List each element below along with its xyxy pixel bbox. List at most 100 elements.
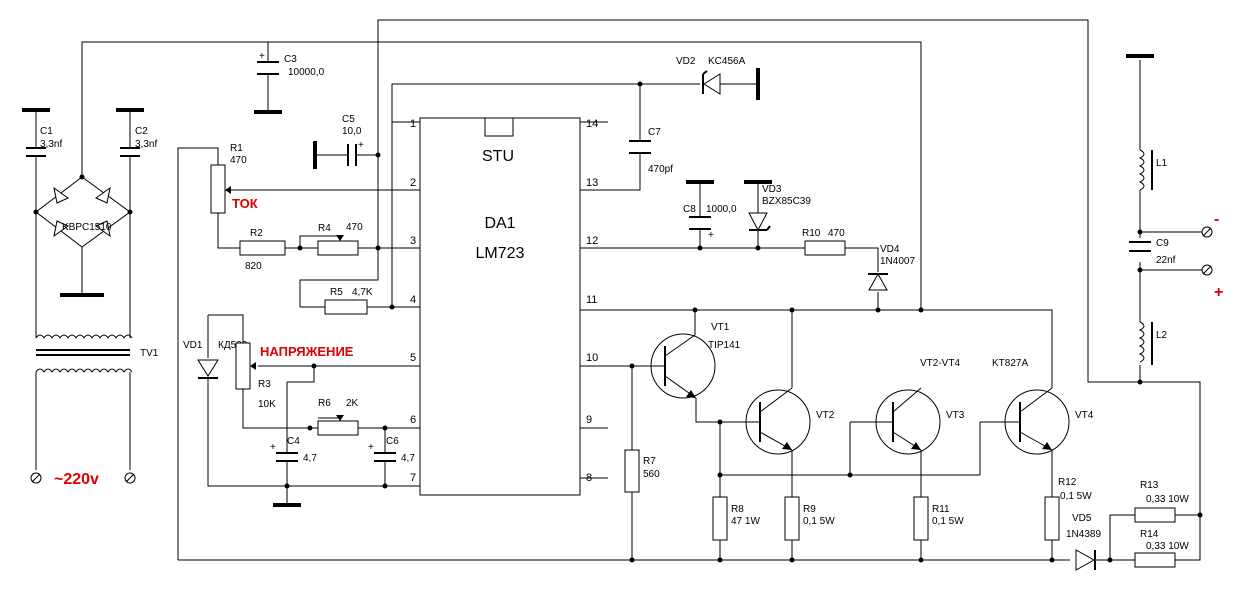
pin-6: 6 xyxy=(410,414,416,426)
svg-text:R6: R6 xyxy=(318,398,331,409)
svg-text:VT2: VT2 xyxy=(816,410,835,421)
resistor-r11: R11 0,1 5W xyxy=(913,496,964,563)
transistor-vt4: VT4 xyxy=(1004,387,1094,455)
svg-text:C5: C5 xyxy=(342,114,355,125)
capacitor-c7: C7 470pf xyxy=(629,127,673,175)
ic-ref: DA1 xyxy=(484,215,515,232)
svg-text:+: + xyxy=(708,230,714,241)
diode-vd5: VD5 1N4389 xyxy=(1066,513,1113,571)
resistor-r5: R5 4,7K xyxy=(324,287,395,315)
pin-3: 3 xyxy=(410,235,416,247)
transistor-vt2: VT2 xyxy=(717,307,835,455)
pin-4: 4 xyxy=(410,294,416,306)
svg-text:R3: R3 xyxy=(258,379,271,390)
svg-text:10000,0: 10000,0 xyxy=(288,67,325,78)
svg-text:R1: R1 xyxy=(230,143,243,154)
svg-text:0,33 10W: 0,33 10W xyxy=(1146,494,1189,505)
svg-text:C8: C8 xyxy=(683,204,696,215)
svg-text:C2: C2 xyxy=(135,126,148,137)
transistor-vt1: VT1 TIP141 xyxy=(650,307,741,399)
svg-text:0,1 5W: 0,1 5W xyxy=(932,516,964,527)
svg-text:VD1: VD1 xyxy=(183,340,203,351)
svg-text:R9: R9 xyxy=(803,504,816,515)
svg-text:TIP141: TIP141 xyxy=(708,340,741,351)
pin-8: 8 xyxy=(586,472,592,484)
svg-text:TV1: TV1 xyxy=(140,348,159,359)
capacitor-c1: C1 3,3nf xyxy=(22,108,62,190)
potentiometer-r6: R6 2K xyxy=(307,398,388,436)
svg-text:L2: L2 xyxy=(1156,330,1168,341)
svg-text:VD3: VD3 xyxy=(762,184,782,195)
resistor-r14: R14 0,33 10W xyxy=(1134,529,1189,568)
svg-text:C4: C4 xyxy=(287,436,300,447)
svg-text:C1: C1 xyxy=(40,126,53,137)
svg-text:820: 820 xyxy=(245,261,262,272)
output-terminals: - + xyxy=(1201,211,1223,301)
svg-text:4,7: 4,7 xyxy=(401,453,415,464)
zener-vd2: VD2 KC456A xyxy=(637,56,760,100)
svg-text:VT4: VT4 xyxy=(1075,410,1094,421)
svg-text:КД522: КД522 xyxy=(218,340,248,351)
svg-text:1N4389: 1N4389 xyxy=(1066,529,1101,540)
capacitor-c9: C9 22nf xyxy=(1129,229,1176,273)
diode-vd1: VD1 КД522 xyxy=(183,340,248,379)
svg-text:KC456A: KC456A xyxy=(708,56,746,67)
svg-text:R13: R13 xyxy=(1140,480,1159,491)
pin-10: 10 xyxy=(586,352,598,364)
svg-text:470: 470 xyxy=(346,222,363,233)
svg-text:R4: R4 xyxy=(318,223,331,234)
svg-text:R14: R14 xyxy=(1140,529,1159,540)
svg-text:560: 560 xyxy=(643,469,660,480)
transistor-group-ref: VT2-VT4 xyxy=(920,358,960,369)
inductor-l2: L2 xyxy=(1137,321,1168,385)
capacitor-c5: + C5 10,0 xyxy=(313,114,381,169)
ic-part: LM723 xyxy=(476,245,525,262)
svg-text:2K: 2K xyxy=(346,398,359,409)
capacitor-c8: + C8 1000,0 xyxy=(683,180,737,251)
zener-vd3: VD3 BZX85C39 xyxy=(744,180,811,251)
capacitor-c2: C2 3,3nf xyxy=(116,108,157,190)
resistor-r8: R8 47 1W xyxy=(712,496,760,563)
potentiometer-r4: R4 470 xyxy=(297,222,381,256)
svg-text:+: + xyxy=(358,140,364,151)
mains-label: ~220v xyxy=(54,471,99,488)
wiring xyxy=(35,19,1205,561)
capacitor-c6: + C6 4,7 xyxy=(368,436,415,489)
svg-text:3,3nf: 3,3nf xyxy=(135,139,157,150)
svg-text:10K: 10K xyxy=(258,399,276,410)
transformer-tv1: TV1 xyxy=(35,334,159,373)
svg-text:R10: R10 xyxy=(802,228,821,239)
current-adjust-label: ТОК xyxy=(232,196,258,211)
pin-11: 11 xyxy=(586,294,597,306)
svg-text:4,7: 4,7 xyxy=(303,453,317,464)
svg-text:47 1W: 47 1W xyxy=(731,516,760,527)
diode-vd4: VD4 1N4007 xyxy=(868,244,915,313)
resistor-r7: R7 560 xyxy=(624,363,660,563)
svg-text:C7: C7 xyxy=(648,127,661,138)
pin-12: 12 xyxy=(586,235,598,247)
svg-text:22nf: 22nf xyxy=(1156,255,1176,266)
svg-text:L1: L1 xyxy=(1156,158,1168,169)
svg-text:1000,0: 1000,0 xyxy=(706,204,737,215)
transistor-vt3: VT3 xyxy=(717,307,965,478)
bridge-part: KBPC1510 xyxy=(62,222,112,233)
mains-terminals: ~220v xyxy=(30,471,136,488)
svg-text:+: + xyxy=(368,442,374,453)
svg-text:0,33 10W: 0,33 10W xyxy=(1146,541,1189,552)
svg-text:+: + xyxy=(259,51,265,62)
diode-bridge: KBPC1510 xyxy=(33,174,133,297)
pin-2: 2 xyxy=(410,177,416,189)
svg-text:10,0: 10,0 xyxy=(342,126,362,137)
svg-text:3,3nf: 3,3nf xyxy=(40,139,62,150)
svg-text:VT3: VT3 xyxy=(946,410,965,421)
transistor-group-part: KT827A xyxy=(992,358,1028,369)
pin-1: 1 xyxy=(410,118,416,130)
svg-text:4,7K: 4,7K xyxy=(352,287,373,298)
svg-text:VD4: VD4 xyxy=(880,244,900,255)
voltage-adjust-label: НАПРЯЖЕНИЕ xyxy=(260,344,354,359)
resistor-r12: R12 0,1 5W xyxy=(1044,477,1092,563)
svg-text:BZX85C39: BZX85C39 xyxy=(762,196,811,207)
svg-text:VD5: VD5 xyxy=(1072,513,1092,524)
svg-text:470: 470 xyxy=(828,228,845,239)
